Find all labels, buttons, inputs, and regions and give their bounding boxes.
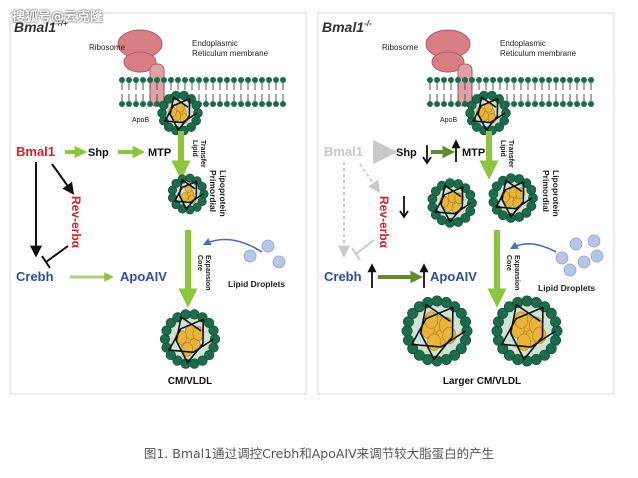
core-expansion-label-1: Core	[505, 255, 512, 271]
droplet-uptake-arrow	[202, 237, 263, 253]
nascent-particle	[465, 90, 511, 136]
cm-vldl-particle	[159, 309, 221, 369]
er-membrane	[119, 77, 286, 107]
apob-label: ApoB	[132, 117, 149, 124]
lipid-transfer-label-2: Transfer	[507, 140, 514, 168]
lipid-transfer-label-1: Lipid	[191, 140, 198, 157]
lipid-transfer-label-2: Transfer	[199, 140, 206, 168]
crebh-label: Crebh	[16, 269, 54, 284]
lipid-droplets-icon	[243, 239, 286, 269]
bmal1-to-reverba-arrow	[359, 163, 381, 193]
core-expansion-label-1: Core	[196, 255, 203, 271]
primordial-label-2: Lipoprotein	[551, 170, 561, 217]
bmal1-to-reverba-arrow	[51, 163, 75, 195]
nascent-particle	[157, 90, 203, 136]
core-expansion-label-2: Expansion	[204, 255, 211, 290]
apob-label: ApoB	[440, 117, 457, 124]
crebh-label: Crebh	[324, 269, 362, 284]
primordial-label-2: Lipoprotein	[218, 170, 228, 217]
cm-vldl-particle	[491, 295, 563, 367]
product-label: CM/VLDL	[168, 376, 212, 387]
primordial-lipoprotein	[427, 178, 477, 228]
lipid-transfer-label-1: Lipid	[499, 140, 506, 157]
mtp-label: MTP	[148, 147, 171, 159]
shp-label: Shp	[88, 147, 109, 159]
lipid-droplets-label: Lipid Droplets	[538, 283, 595, 293]
core-expansion-label-2: Expansion	[513, 255, 520, 290]
ribosome-label: Ribosome	[382, 43, 419, 52]
watermark: 搜狐号@云克隆	[12, 10, 104, 25]
membrane-label-line1: Endoplasmic	[500, 39, 546, 48]
apoaiv-label: ApoAIV	[430, 269, 477, 284]
primordial-label-1: Primordial	[208, 170, 218, 212]
bmal1-label: Bmal1	[16, 144, 55, 159]
panel-knockout: Bmal1-/- Ribosome Endoplasmic Reticulum …	[317, 12, 615, 395]
reverba-label: Rev-erbα	[69, 196, 83, 249]
shp-label: Shp	[396, 147, 417, 159]
reverba-label: Rev-erbα	[377, 196, 391, 249]
mtp-label: MTP	[462, 147, 485, 159]
cm-vldl-particle	[401, 295, 473, 367]
membrane-label-line1: Endoplasmic	[192, 39, 238, 48]
shp-down-arrowhead	[422, 156, 432, 165]
primordial-lipoprotein	[167, 173, 209, 215]
primordial-lipoprotein	[488, 173, 538, 223]
primordial-label-1: Primordial	[541, 170, 551, 212]
droplet-uptake-arrow	[509, 241, 557, 253]
reverba-inhibits-crebh	[41, 245, 69, 269]
membrane-label-line2: Reticulum membrane	[192, 49, 269, 58]
reverba-down-arrowhead	[399, 210, 409, 219]
lipid-droplets-icon	[555, 234, 604, 277]
lipid-droplets-label: Lipid Droplets	[228, 279, 285, 289]
figure-caption: 图1. Bmal1通过调控Crebh和ApoAIV来调节较大脂蛋白的产生	[143, 446, 495, 461]
panel-wildtype: Bmal1+/+ Ribosome Endoplasmic Reticulum …	[9, 12, 307, 395]
ribosome-label: Ribosome	[89, 43, 126, 52]
product-label: Larger CM/VLDL	[443, 376, 521, 387]
membrane-label-line2: Reticulum membrane	[500, 49, 577, 58]
panel-title: Bmal1-/-	[322, 19, 372, 35]
panel-title: Bmal1+/+	[14, 19, 68, 35]
bmal1-label: Bmal1	[324, 144, 363, 159]
apoaiv-label: ApoAIV	[120, 269, 167, 284]
reverba-inhibits-crebh	[351, 239, 375, 261]
